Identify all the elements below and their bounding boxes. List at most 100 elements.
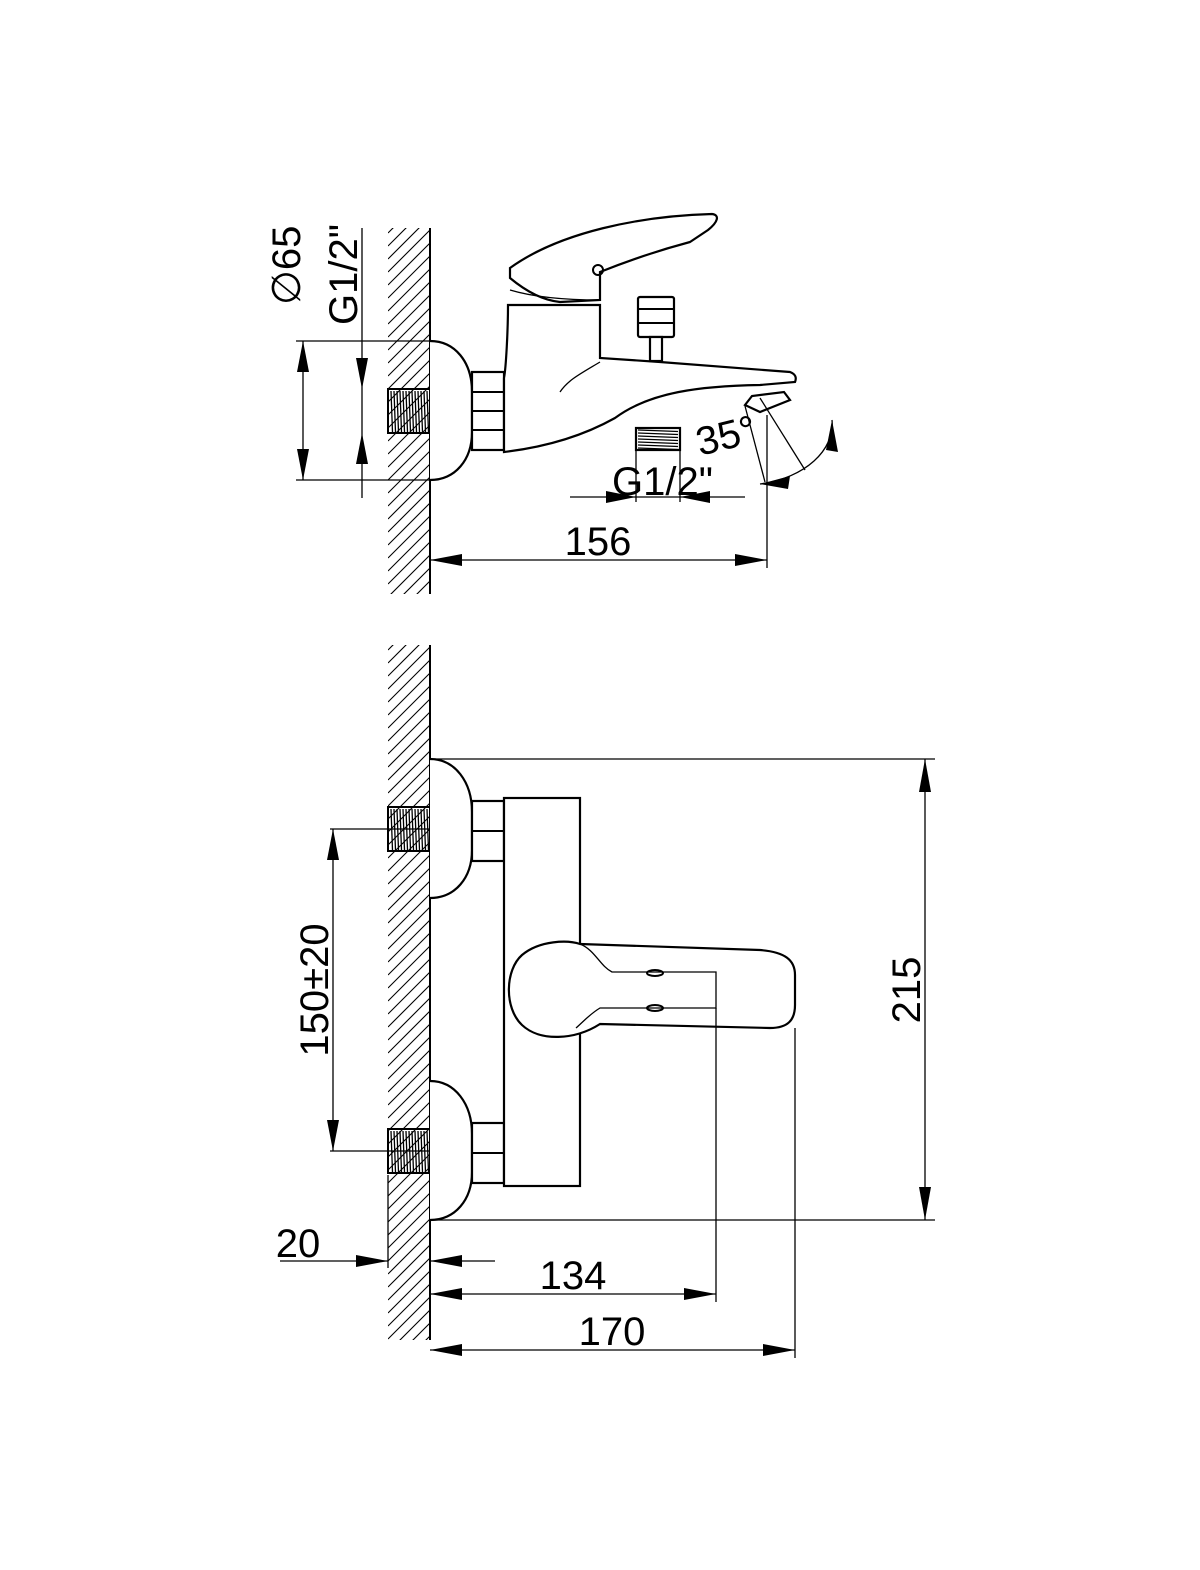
thread-line bbox=[637, 438, 679, 442]
thread-line bbox=[423, 390, 427, 432]
dim-centers: 150±20 bbox=[293, 828, 430, 1152]
dim-lever-reach: 134 bbox=[430, 1008, 717, 1302]
wall-hatch-line bbox=[388, 1075, 430, 1119]
wall-hatch-line bbox=[388, 178, 430, 220]
wall-hatch-line bbox=[388, 971, 430, 1015]
wall-hatch-line bbox=[416, 580, 430, 594]
thread-line bbox=[420, 390, 424, 432]
wall-hatch-line bbox=[388, 750, 430, 794]
wall-hatch-line bbox=[388, 255, 430, 299]
wall-inlet-thread bbox=[387, 388, 431, 434]
wall-hatch-line bbox=[403, 567, 430, 594]
wall-hatch-line bbox=[412, 1322, 430, 1340]
outlet-thread bbox=[634, 426, 682, 452]
wall-hatch-line bbox=[388, 346, 430, 390]
wall-hatch-line bbox=[388, 1179, 430, 1223]
thread-line bbox=[426, 390, 429, 432]
wall-hatch-line bbox=[388, 932, 430, 976]
dim-wall-thread: G1/2" bbox=[322, 224, 368, 498]
faucet-body-side bbox=[502, 303, 797, 454]
dim-diameter-label: ∅65 bbox=[265, 226, 309, 305]
wall-hatch-line bbox=[388, 228, 407, 247]
wall-hatch-line bbox=[388, 711, 430, 755]
thread-line bbox=[637, 429, 679, 433]
wall-hatch-line bbox=[388, 1140, 430, 1184]
wall-hatch-line bbox=[388, 476, 430, 520]
wall-hatch-line bbox=[388, 1036, 430, 1080]
wall-hatch-line bbox=[388, 841, 430, 885]
wall-hatch-line bbox=[425, 1335, 430, 1340]
wall-hatch-line bbox=[388, 724, 430, 768]
wall-hatch-line bbox=[388, 958, 430, 1002]
thread-line bbox=[390, 390, 394, 432]
wall-hatch-line bbox=[388, 228, 420, 260]
wall-hatch-line bbox=[388, 1375, 430, 1417]
wall-hatch-line bbox=[388, 867, 430, 911]
wall-hatch-line bbox=[388, 229, 430, 273]
wall-hatch-line bbox=[388, 1049, 430, 1093]
wall-hatch-line bbox=[388, 1062, 430, 1106]
wall-hatch-line bbox=[388, 659, 430, 703]
diverter-knob bbox=[636, 295, 676, 363]
thread-line bbox=[396, 390, 400, 432]
dim-wall-thread-label: G1/2" bbox=[322, 224, 366, 325]
dim-outlet-thread: G1/2" bbox=[570, 450, 745, 504]
dim-centers-label: 150±20 bbox=[293, 923, 337, 1056]
wall-hatch-line bbox=[388, 242, 430, 286]
wall-hatch-line bbox=[388, 672, 430, 716]
thread-line bbox=[637, 444, 679, 448]
wall-hatch-line bbox=[388, 880, 430, 924]
hex-nut-lower bbox=[470, 1121, 506, 1185]
thread-line bbox=[408, 390, 412, 432]
wall-hatch-line bbox=[388, 997, 430, 1041]
thread-line bbox=[414, 390, 418, 432]
wall-hatch-line bbox=[388, 1257, 430, 1301]
wall-hatch-line bbox=[388, 737, 430, 781]
wall-hatch-line bbox=[390, 554, 430, 594]
wall-hatch-line bbox=[388, 1231, 430, 1275]
eccentric-cover bbox=[429, 339, 474, 482]
wall-hatch-line bbox=[388, 1153, 430, 1197]
dim-outlet-thread-label: G1/2" bbox=[612, 460, 713, 504]
thread-line bbox=[637, 441, 679, 445]
wall-hatch-line bbox=[388, 763, 430, 807]
handle-lever-side bbox=[508, 212, 718, 304]
wall-hatch-line bbox=[388, 320, 430, 364]
wall-hatch-line bbox=[388, 645, 394, 651]
wall-hatch-line bbox=[388, 1101, 430, 1145]
wall-hatch-line bbox=[388, 945, 430, 989]
wall-hatch-line bbox=[388, 450, 430, 494]
wall-hatch-line bbox=[388, 1362, 430, 1404]
wall-hatch-line bbox=[388, 645, 407, 664]
wall-hatch-line bbox=[429, 593, 430, 594]
dim-projection-label: 156 bbox=[565, 520, 632, 564]
wall-hatch-line bbox=[388, 463, 430, 507]
wall-hatch-line bbox=[388, 1283, 430, 1327]
wall-hatch-line bbox=[388, 698, 430, 742]
dim-diameter: ∅65 bbox=[265, 226, 430, 481]
spout-outlet bbox=[743, 390, 792, 414]
wall-hatch-line bbox=[388, 1218, 430, 1262]
wall-hatch-line bbox=[388, 359, 430, 403]
wall-hatch-line bbox=[388, 528, 430, 572]
wall-hatch-line bbox=[388, 1023, 430, 1067]
eccentric-cover-upper bbox=[429, 757, 474, 900]
wall-section-front bbox=[388, 645, 431, 1417]
wall-hatch-line bbox=[388, 854, 430, 898]
wall-hatch-line bbox=[388, 437, 430, 481]
thread-line bbox=[393, 390, 397, 432]
dim-height: 215 bbox=[430, 758, 935, 1221]
dim-lever-reach-label: 134 bbox=[540, 1254, 607, 1298]
wall-hatch-line bbox=[388, 268, 430, 312]
wall-section-side bbox=[388, 178, 431, 594]
dim-spout-angle-label: 35° bbox=[692, 407, 761, 464]
dim-spout-angle: 35° bbox=[692, 397, 838, 489]
wall-hatch-line bbox=[388, 294, 430, 338]
wall-hatch-line bbox=[388, 919, 430, 963]
spout-front bbox=[507, 940, 797, 1038]
front-view: 150±20 215 20 134 bbox=[276, 645, 935, 1417]
wall-hatch-line bbox=[388, 1270, 430, 1314]
thread-line bbox=[637, 432, 679, 436]
thread-line bbox=[637, 447, 679, 451]
